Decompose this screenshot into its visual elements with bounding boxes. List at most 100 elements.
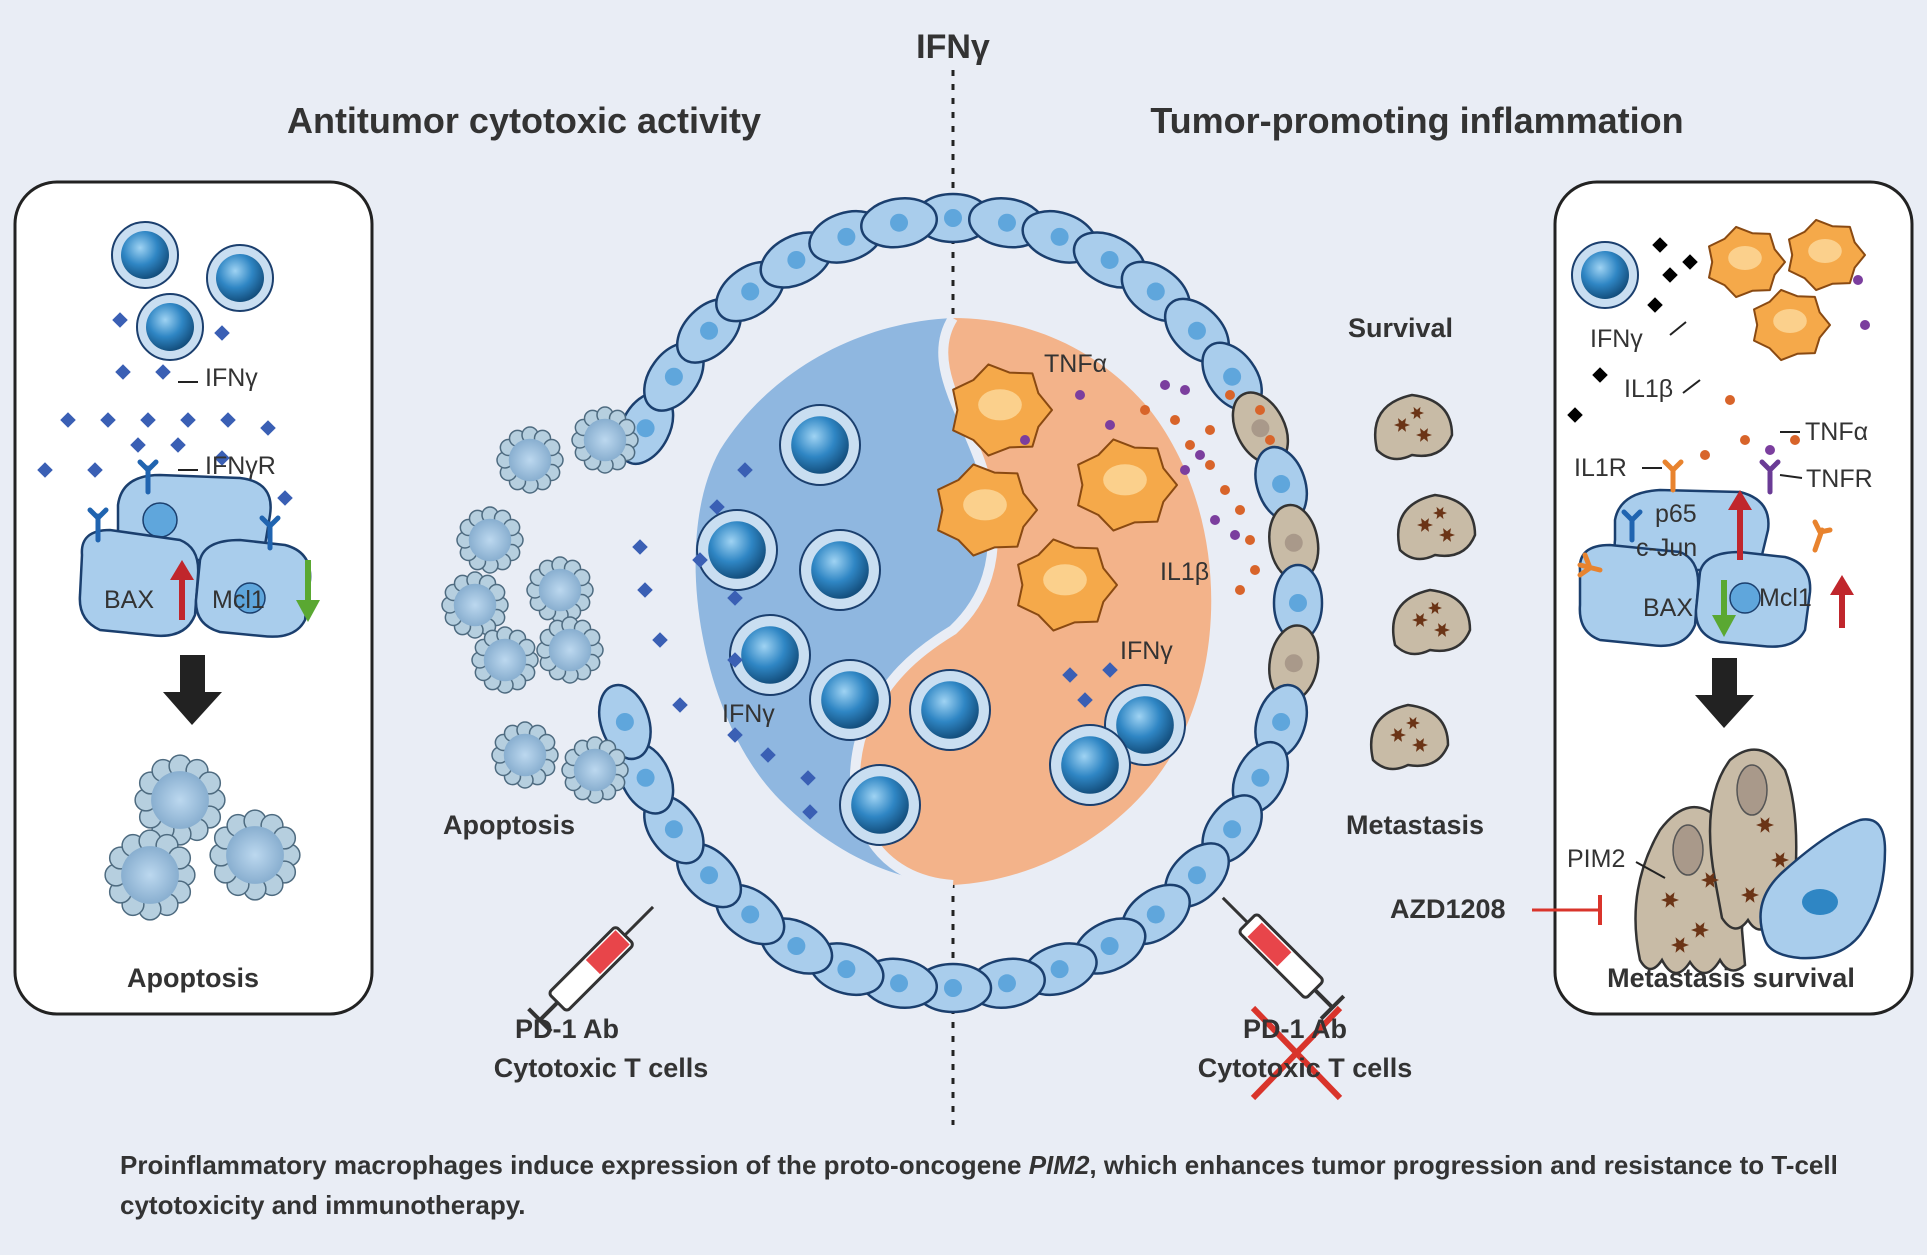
macrophage-nucleus [1043, 564, 1087, 596]
tnf-molecule [1180, 385, 1190, 395]
ifng-molecule-icon [800, 770, 816, 786]
epithelial-nucleus [837, 960, 856, 979]
ifng-molecule-icon [1102, 662, 1118, 678]
tnf-molecule [1020, 435, 1030, 445]
epithelial-nucleus [1050, 227, 1069, 246]
epithelial-nucleus [787, 250, 806, 269]
epithelial-nucleus [890, 974, 909, 993]
il1-molecule [1235, 505, 1245, 515]
epithelial-nucleus [1223, 367, 1242, 386]
right-title: Tumor-promoting inflammation [1150, 100, 1684, 141]
ifng-molecule-icon [727, 727, 743, 743]
epithelial-nucleus [636, 419, 655, 438]
left-title: Antitumor cytotoxic activity [286, 100, 762, 141]
center-ifng-left: IFNγ [722, 700, 775, 728]
il1-molecule [1250, 565, 1260, 575]
tnf-molecule [1765, 445, 1775, 455]
epithelial-nucleus [890, 213, 909, 232]
epithelial-nucleus [1146, 282, 1165, 301]
tnf-molecule [1853, 275, 1863, 285]
caption-gene: PIM2 [1028, 1150, 1090, 1180]
il1-molecule [1205, 460, 1215, 470]
caption-part1: Proinflammatory macrophages induce expre… [120, 1150, 1029, 1180]
epithelial-nucleus [664, 820, 683, 839]
ifng-molecule-icon [652, 632, 668, 648]
ifng-molecule-icon [214, 450, 230, 466]
apoptotic-cell [573, 748, 617, 792]
right-outcome-label: Metastasis survival [1607, 963, 1855, 993]
pim2-marker-icon [1412, 613, 1428, 627]
ifng-molecule-icon [130, 437, 146, 453]
right-treatment-line1: PD-1 Ab [1242, 1014, 1348, 1044]
pim2-marker-icon [1434, 623, 1450, 637]
metastatic-cell [1396, 493, 1477, 561]
epithelial-nucleus [615, 712, 634, 731]
pim2-marker-icon [1756, 817, 1774, 833]
ifng-molecule-icon [760, 747, 776, 763]
pim2-marker-icon [1394, 418, 1410, 432]
il1-molecule [1205, 425, 1215, 435]
right-pim2-label: PIM2 [1567, 845, 1626, 873]
t-cell-nucleus [921, 681, 979, 739]
center-tnfa-label: TNFα [1044, 350, 1108, 378]
ifng-molecule-icon [692, 552, 708, 568]
apoptotic-cell [508, 438, 552, 482]
right-panel [1532, 180, 1914, 1016]
center-apoptosis-label: Apoptosis [443, 810, 575, 840]
tnf-molecule [1105, 420, 1115, 430]
epithelial-nucleus [997, 974, 1016, 993]
epithelial-nucleus [664, 367, 683, 386]
t-cell-nucleus [1061, 736, 1119, 794]
macrophage-nucleus [978, 389, 1022, 421]
pim2-marker-icon [1671, 937, 1689, 953]
ifng-molecule-icon [1567, 407, 1583, 423]
t-cell-nucleus [741, 626, 799, 684]
pim2-marker-icon [1691, 922, 1709, 938]
pim2-marker-icon [1410, 406, 1424, 420]
il1-molecule [1255, 405, 1265, 415]
epithelial-nucleus [1284, 533, 1303, 552]
center-metastasis-label: Metastasis [1346, 810, 1485, 840]
right-il1r-label: IL1R [1574, 454, 1627, 482]
left-panel [13, 180, 374, 1016]
t-cell-nucleus [708, 521, 766, 579]
epithelial-nucleus [1272, 712, 1291, 731]
ifng-molecule-icon [632, 539, 648, 555]
ifng-molecule-icon [1062, 667, 1078, 683]
epithelial-nucleus [1100, 250, 1119, 269]
il1-molecule [1245, 535, 1255, 545]
tnf-molecule [1160, 380, 1170, 390]
apoptotic-cell [151, 771, 209, 829]
ifng-molecule-icon [637, 582, 653, 598]
epithelial-nucleus [1223, 820, 1242, 839]
right-ifng-label: IFNγ [1590, 325, 1643, 353]
syringe-left-icon [527, 905, 655, 1033]
tnf-molecule [1210, 515, 1220, 525]
il1-molecule [1170, 415, 1180, 425]
left-mcl1-label: Mcl1 [212, 586, 265, 614]
tnf-molecule [1860, 320, 1870, 330]
pim2-marker-icon [1390, 728, 1406, 742]
epithelial-nucleus [741, 905, 760, 924]
epithelial-nucleus [700, 321, 719, 340]
pim2-marker-icon [1406, 716, 1420, 730]
apoptotic-cell [226, 826, 284, 884]
tnf-molecule [1230, 530, 1240, 540]
ifng-molecule-icon [220, 412, 236, 428]
ifng-molecule-icon [1652, 237, 1668, 253]
il1-molecule [1220, 485, 1230, 495]
ifng-molecule-icon [1647, 297, 1663, 313]
t-cell-nucleus [821, 671, 879, 729]
epithelial-nucleus [997, 213, 1016, 232]
il1-molecule [1790, 435, 1800, 445]
left-treatment-line2: Cytotoxic T cells [493, 1053, 709, 1083]
pim2-marker-icon [1771, 852, 1789, 868]
il1-molecule [1725, 395, 1735, 405]
ifng-molecule-icon [140, 412, 156, 428]
epithelial-nucleus [1272, 475, 1291, 494]
caption-part2: , which enhances tumor progression and r… [120, 1150, 1838, 1220]
center-survival-label: Survival [1348, 313, 1454, 343]
center-ifng-right: IFNγ [1120, 637, 1173, 665]
epithelial-nucleus [636, 768, 655, 787]
